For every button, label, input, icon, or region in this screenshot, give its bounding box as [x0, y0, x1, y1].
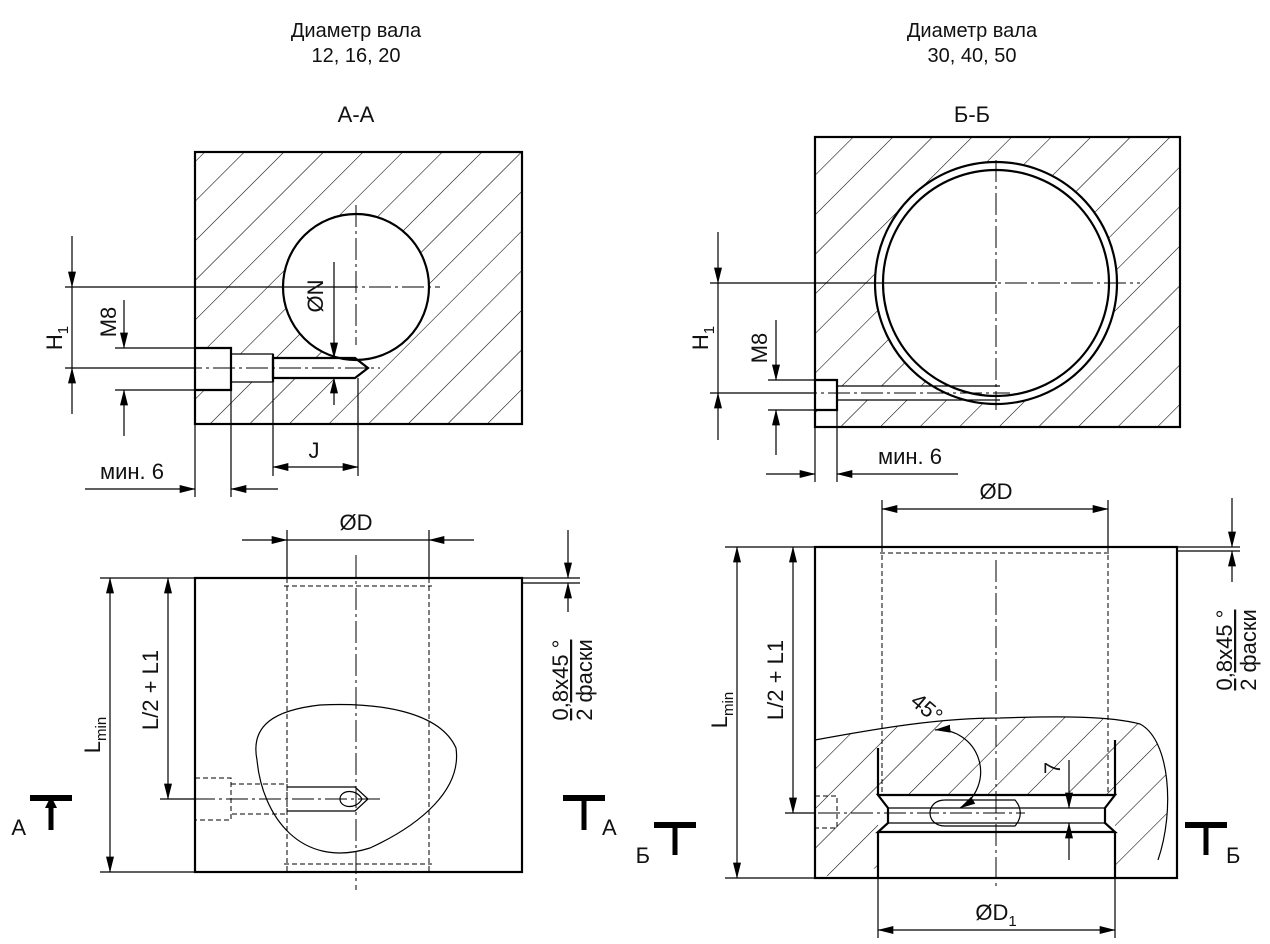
left-cut-arrow-left: А	[11, 795, 72, 840]
right-breakout-boundary	[814, 716, 1169, 861]
left-breakout-boundary	[255, 703, 458, 854]
left-n-label: ØN	[303, 280, 328, 313]
right-upper-dimensions: H1 M8 мин. 6	[688, 232, 996, 482]
left-min6-label: мин. 6	[100, 459, 164, 484]
left-h1-label: H1	[42, 326, 72, 350]
left-section-title: А-А	[338, 102, 375, 127]
left-front-dimensions: ØD Lmin L/2 + L1 0,8x45 ° 2 фаски	[80, 510, 597, 873]
right-m8-label: M8	[747, 333, 772, 364]
right-header-line2: 30, 40, 50	[928, 45, 1017, 67]
right-section-view	[795, 135, 1182, 429]
left-front-outline	[193, 576, 524, 874]
left-l2-label: L/2 + L1	[138, 650, 163, 730]
right-l2-label: L/2 + L1	[763, 640, 788, 720]
right-front-dimensions: ØD Lmin L/2 + L1 0,8x45 ° 2 фаски ØD1 7 …	[707, 479, 1261, 938]
right-header-line1: Диаметр вала	[907, 20, 1038, 42]
right-min6-label: мин. 6	[878, 444, 942, 469]
right-cut-arrow-left: Б	[636, 822, 696, 868]
right-cut-label-right: Б	[1226, 843, 1240, 868]
right-7-label: 7	[1040, 762, 1065, 774]
left-thread-counterbore	[195, 346, 233, 392]
left-cut-label-right: А	[602, 815, 617, 840]
left-header-line1: Диаметр вала	[291, 20, 422, 42]
right-slot-pocket	[929, 799, 1021, 827]
right-section-title: Б-Б	[954, 102, 990, 127]
right-d1-label: ØD1	[975, 900, 1016, 930]
left-section-view	[180, 150, 524, 426]
left-header-line2: 12, 16, 20	[312, 45, 401, 67]
left-m8-label: M8	[96, 307, 121, 338]
right-chamfer-value: 0,8x45 °	[1212, 610, 1237, 691]
right-d-label: ØD	[980, 479, 1013, 504]
left-cut-arrow-right: А	[563, 795, 617, 840]
left-chamfer-note: 2 фаски	[572, 639, 597, 721]
left-front-view	[160, 555, 524, 890]
right-section-outline	[813, 135, 1182, 429]
right-cut-label-left: Б	[636, 843, 650, 868]
right-front-view	[785, 545, 1179, 890]
right-h1-label: H1	[688, 326, 718, 350]
left-cut-label-left: А	[11, 815, 26, 840]
right-cut-arrow-right: Б	[1185, 822, 1240, 868]
right-lmin-label: Lmin	[707, 692, 737, 728]
right-chamfer-note: 2 фаски	[1236, 609, 1261, 691]
left-lmin-label: Lmin	[80, 717, 110, 753]
left-chamfer-value: 0,8x45 °	[548, 640, 573, 721]
left-j-label: J	[309, 438, 320, 463]
left-d-label: ØD	[340, 510, 373, 535]
left-upper-dimensions: H1 M8 ØN J мин. 6	[42, 236, 359, 497]
right-section-hatching	[815, 137, 1180, 427]
